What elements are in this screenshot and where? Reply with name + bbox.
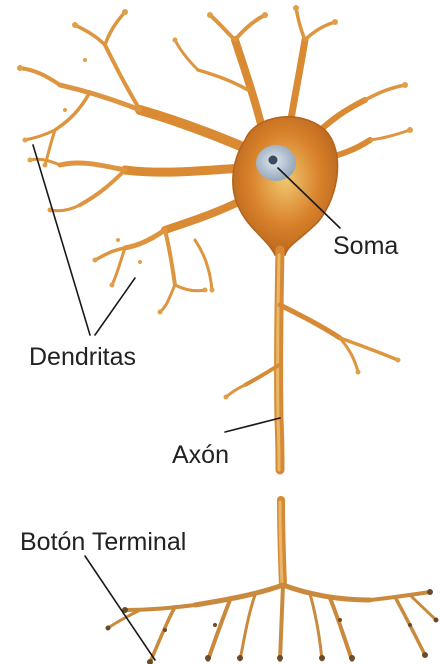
axon	[224, 250, 401, 585]
dendrites	[17, 5, 413, 315]
dendrites-leader-right	[95, 278, 135, 335]
axon-leader	[225, 418, 280, 432]
axon-terminals	[106, 585, 439, 664]
label-soma: Soma	[333, 232, 398, 260]
label-terminal: Botón Terminal	[20, 528, 186, 556]
dendrites-leader-left	[33, 145, 90, 335]
label-dendrites: Dendritas	[29, 343, 136, 371]
label-axon: Axón	[172, 441, 229, 469]
nucleolus	[269, 156, 278, 165]
soma	[233, 117, 338, 255]
